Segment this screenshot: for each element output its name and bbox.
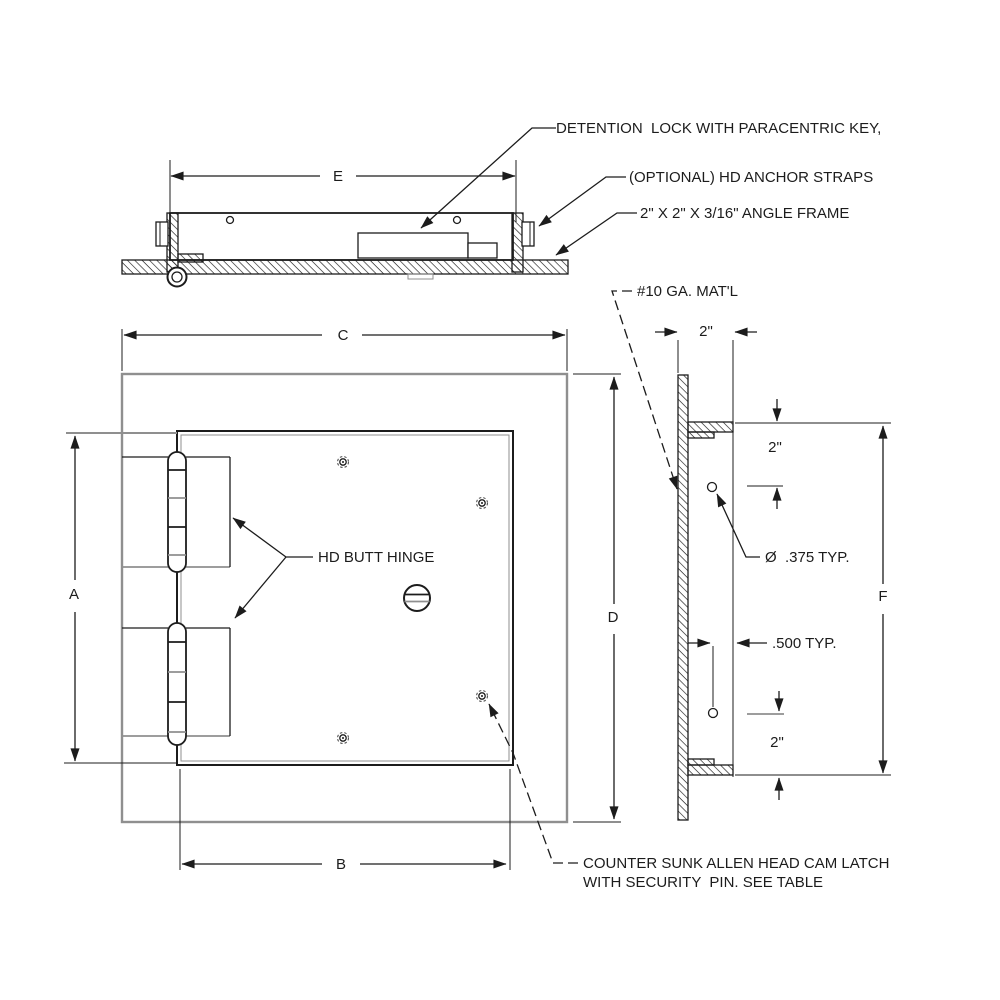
dim-flange-label: 2" bbox=[699, 323, 713, 340]
callout-hole-dia: Ø .375 TYP. bbox=[765, 549, 850, 566]
mounting-hole bbox=[706, 481, 718, 493]
dim-f-label: F bbox=[878, 588, 887, 605]
hinge-pin-end bbox=[171, 271, 183, 283]
side-top-flange-stub bbox=[687, 431, 715, 439]
dim-d-label: D bbox=[608, 609, 619, 626]
mounting-hole bbox=[707, 707, 719, 719]
leader-cam-latch bbox=[488, 703, 578, 864]
callout-cam-latch-line1: COUNTER SUNK ALLEN HEAD CAM LATCH bbox=[583, 855, 889, 872]
left-angle-foot bbox=[177, 253, 204, 263]
door-leaf-inner bbox=[180, 434, 510, 762]
panel-hole bbox=[452, 215, 462, 225]
leader-angle-frame bbox=[555, 212, 637, 256]
callout-cam-latch-line2: WITH SECURITY PIN. SEE TABLE bbox=[583, 874, 823, 891]
door-leaf bbox=[176, 430, 514, 766]
cam-latch bbox=[403, 584, 431, 612]
anchor-strap-right bbox=[521, 221, 535, 247]
side-top-flange bbox=[687, 421, 734, 433]
callouts: DETENTION LOCK WITH PARACENTRIC KEY, (OP… bbox=[318, 120, 889, 891]
callout-butt-hinge: HD BUTT HINGE bbox=[318, 549, 434, 566]
leader-hole-dia bbox=[716, 493, 760, 558]
side-view: 2" 2" 2" F bbox=[611, 290, 891, 821]
callout-edge-offset: .500 TYP. bbox=[772, 635, 837, 652]
lock-bolt bbox=[467, 242, 498, 259]
lock-body bbox=[357, 232, 469, 259]
dim-e-label: E bbox=[333, 168, 343, 185]
leader-anchor-straps bbox=[538, 176, 626, 227]
dim-tophole-label: 2" bbox=[768, 439, 782, 456]
leader-butt-hinge-lower bbox=[234, 556, 287, 619]
leader-material bbox=[611, 290, 678, 490]
side-bottom-flange-stub bbox=[687, 758, 715, 766]
butt-hinge-upper bbox=[122, 451, 231, 573]
fastener bbox=[336, 455, 350, 469]
dim-c-label: C bbox=[338, 327, 349, 344]
leader-detention-lock bbox=[420, 127, 556, 229]
frame-bar-hatched bbox=[121, 259, 569, 275]
fastener bbox=[336, 731, 350, 745]
anchor-strap-left bbox=[155, 221, 169, 247]
fastener bbox=[475, 689, 489, 703]
callout-detention-lock: DETENTION LOCK WITH PARACENTRIC KEY, bbox=[556, 120, 881, 137]
side-bottom-flange bbox=[687, 764, 734, 776]
dim-bottomhole-label: 2" bbox=[770, 734, 784, 751]
fastener bbox=[475, 496, 489, 510]
side-frame-bar-hatched bbox=[677, 374, 689, 821]
callout-material: #10 GA. MAT'L bbox=[637, 283, 738, 300]
butt-hinge-lower bbox=[122, 622, 231, 746]
section-view: E bbox=[121, 127, 637, 288]
hinge-barrel bbox=[167, 451, 187, 573]
callout-angle-frame: 2" X 2" X 3/16" ANGLE FRAME bbox=[640, 205, 849, 222]
hinge-barrel bbox=[167, 622, 187, 746]
panel-hole bbox=[225, 215, 235, 225]
front-view: C A D B bbox=[64, 327, 621, 873]
latch-keeper-tab bbox=[407, 273, 434, 280]
callout-anchor-straps: (OPTIONAL) HD ANCHOR STRAPS bbox=[629, 169, 873, 186]
dim-b-label: B bbox=[336, 856, 346, 873]
leader-butt-hinge-upper bbox=[232, 517, 313, 558]
right-angle-hatched bbox=[511, 212, 524, 273]
wall-panel bbox=[120, 372, 569, 824]
dim-a-label: A bbox=[69, 586, 79, 603]
